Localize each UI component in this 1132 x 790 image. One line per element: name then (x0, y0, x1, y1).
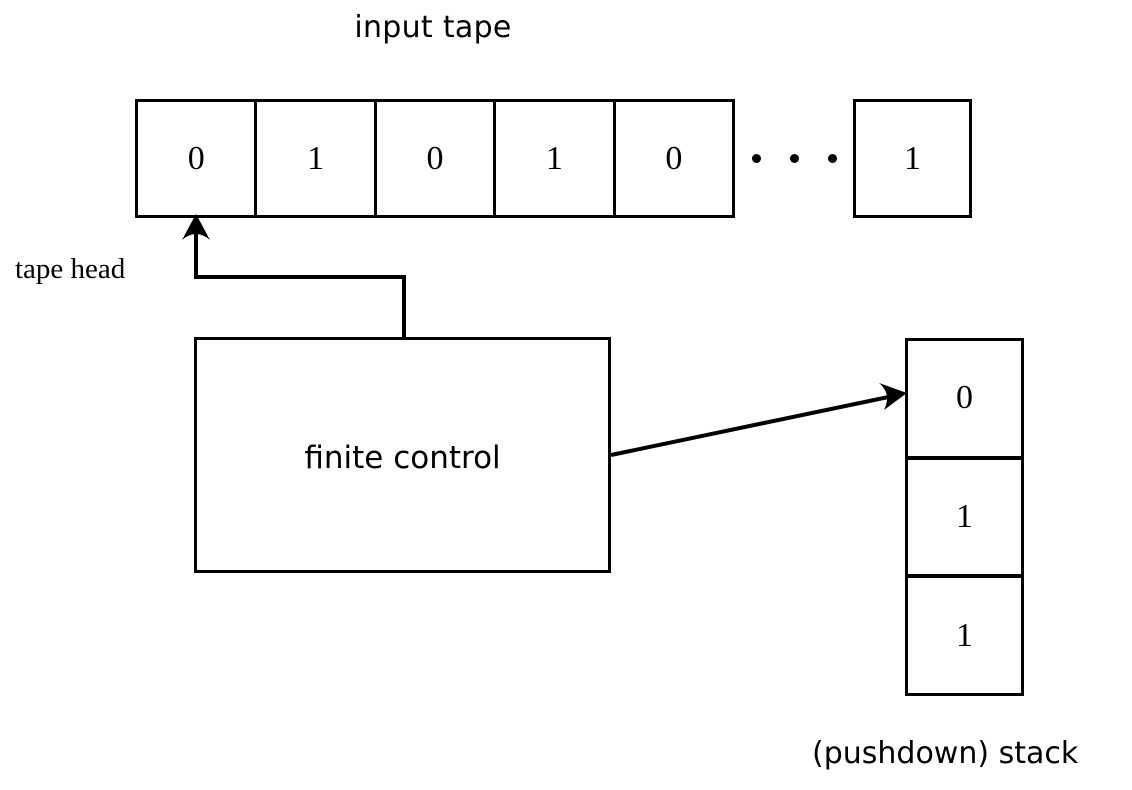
finite-control-box (194, 337, 611, 573)
tape-cell: 0 (187, 139, 205, 177)
ellipsis-dot-icon (790, 153, 799, 163)
finite-control-label: finite control (304, 440, 501, 476)
tape-head-label: tape head (15, 253, 126, 285)
tape-cell: 0 (373, 102, 493, 215)
input-tape: 0 1 0 1 0 (135, 99, 735, 218)
stack-cell: 1 (908, 574, 1021, 693)
ellipsis-dot-icon (828, 153, 837, 163)
tape-cell-last: 1 (853, 99, 972, 218)
ellipsis-dot-icon (752, 153, 761, 163)
tape-cell: 1 (493, 102, 612, 215)
tape-cell: 1 (254, 102, 373, 215)
control-to-stack-arrowhead-icon (879, 383, 907, 410)
input-tape-label: input tape (354, 10, 512, 45)
tape-head-connector-icon (194, 222, 406, 337)
tape-cell: 0 (612, 102, 732, 215)
pushdown-stack: 0 1 1 (905, 338, 1024, 696)
stack-cell: 1 (908, 455, 1021, 575)
tape-ellipsis (752, 140, 837, 176)
stack-label: (pushdown) stack (812, 736, 1079, 771)
stack-cell: 0 (956, 379, 973, 417)
control-to-stack-connector-icon (610, 393, 899, 457)
